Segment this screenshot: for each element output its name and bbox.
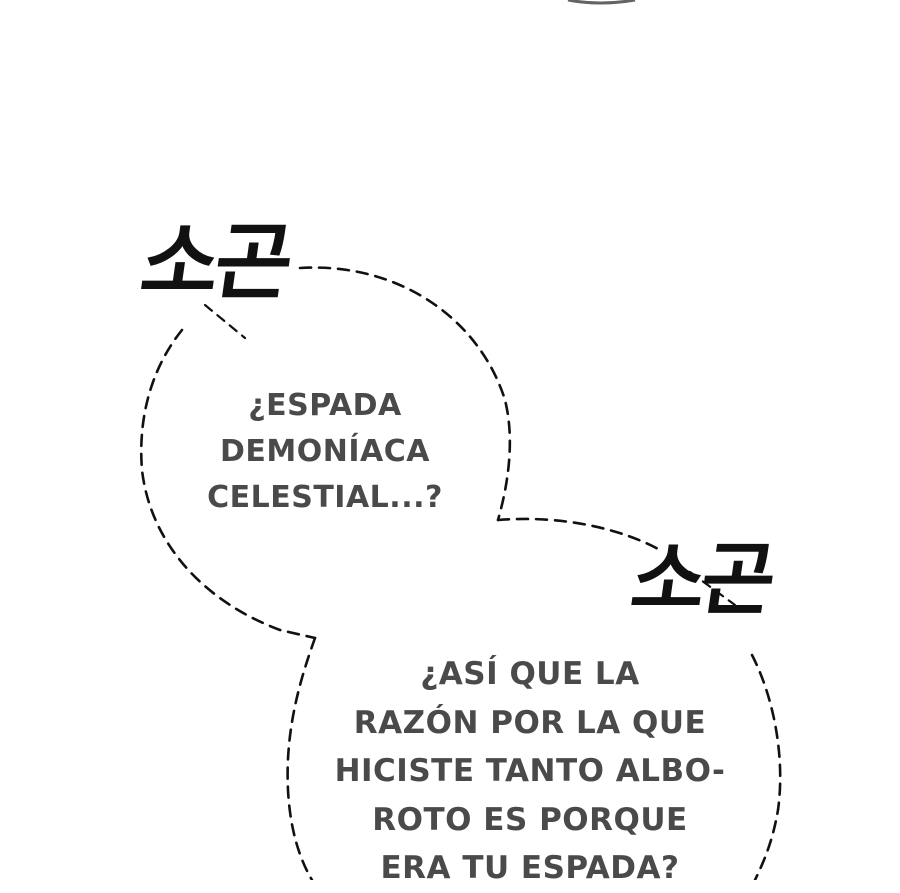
bubble-join-outline bbox=[496, 517, 662, 552]
bubble-1-sfx-dash bbox=[203, 303, 247, 340]
bubble-1-outline bbox=[140, 266, 512, 640]
speech-bubble-2-text: ¿ASÍ QUE LA RAZÓN POR LA QUE HICISTE TAN… bbox=[300, 650, 760, 893]
bubble-join-outline-2 bbox=[286, 636, 317, 880]
top-edge-shape bbox=[567, 0, 636, 5]
bubble-1-line: DEMONÍACA bbox=[220, 434, 430, 469]
whisper-sfx-1: 소곤 bbox=[135, 213, 296, 311]
bubble-1-line: ¿ESPADA bbox=[248, 388, 402, 423]
speech-bubble-1-text: ¿ESPADA DEMONÍACA CELESTIAL...? bbox=[180, 383, 470, 521]
bubble-2-line: ¿ASÍ QUE LA bbox=[420, 656, 640, 692]
bubble-2-line: RAZÓN POR LA QUE bbox=[353, 704, 707, 741]
whisper-sfx-2: 소곤 bbox=[625, 533, 778, 626]
bubble-1-line: CELESTIAL...? bbox=[207, 480, 443, 515]
bubble-2-line: HICISTE TANTO ALBO- bbox=[334, 753, 726, 789]
bubble-2-line: ERA TU ESPADA? bbox=[380, 850, 680, 886]
bubble-2-line: ROTO ES PORQUE bbox=[372, 801, 688, 838]
bubble-2-sfx-dash bbox=[688, 570, 737, 607]
bubble-2-outline bbox=[750, 653, 782, 880]
